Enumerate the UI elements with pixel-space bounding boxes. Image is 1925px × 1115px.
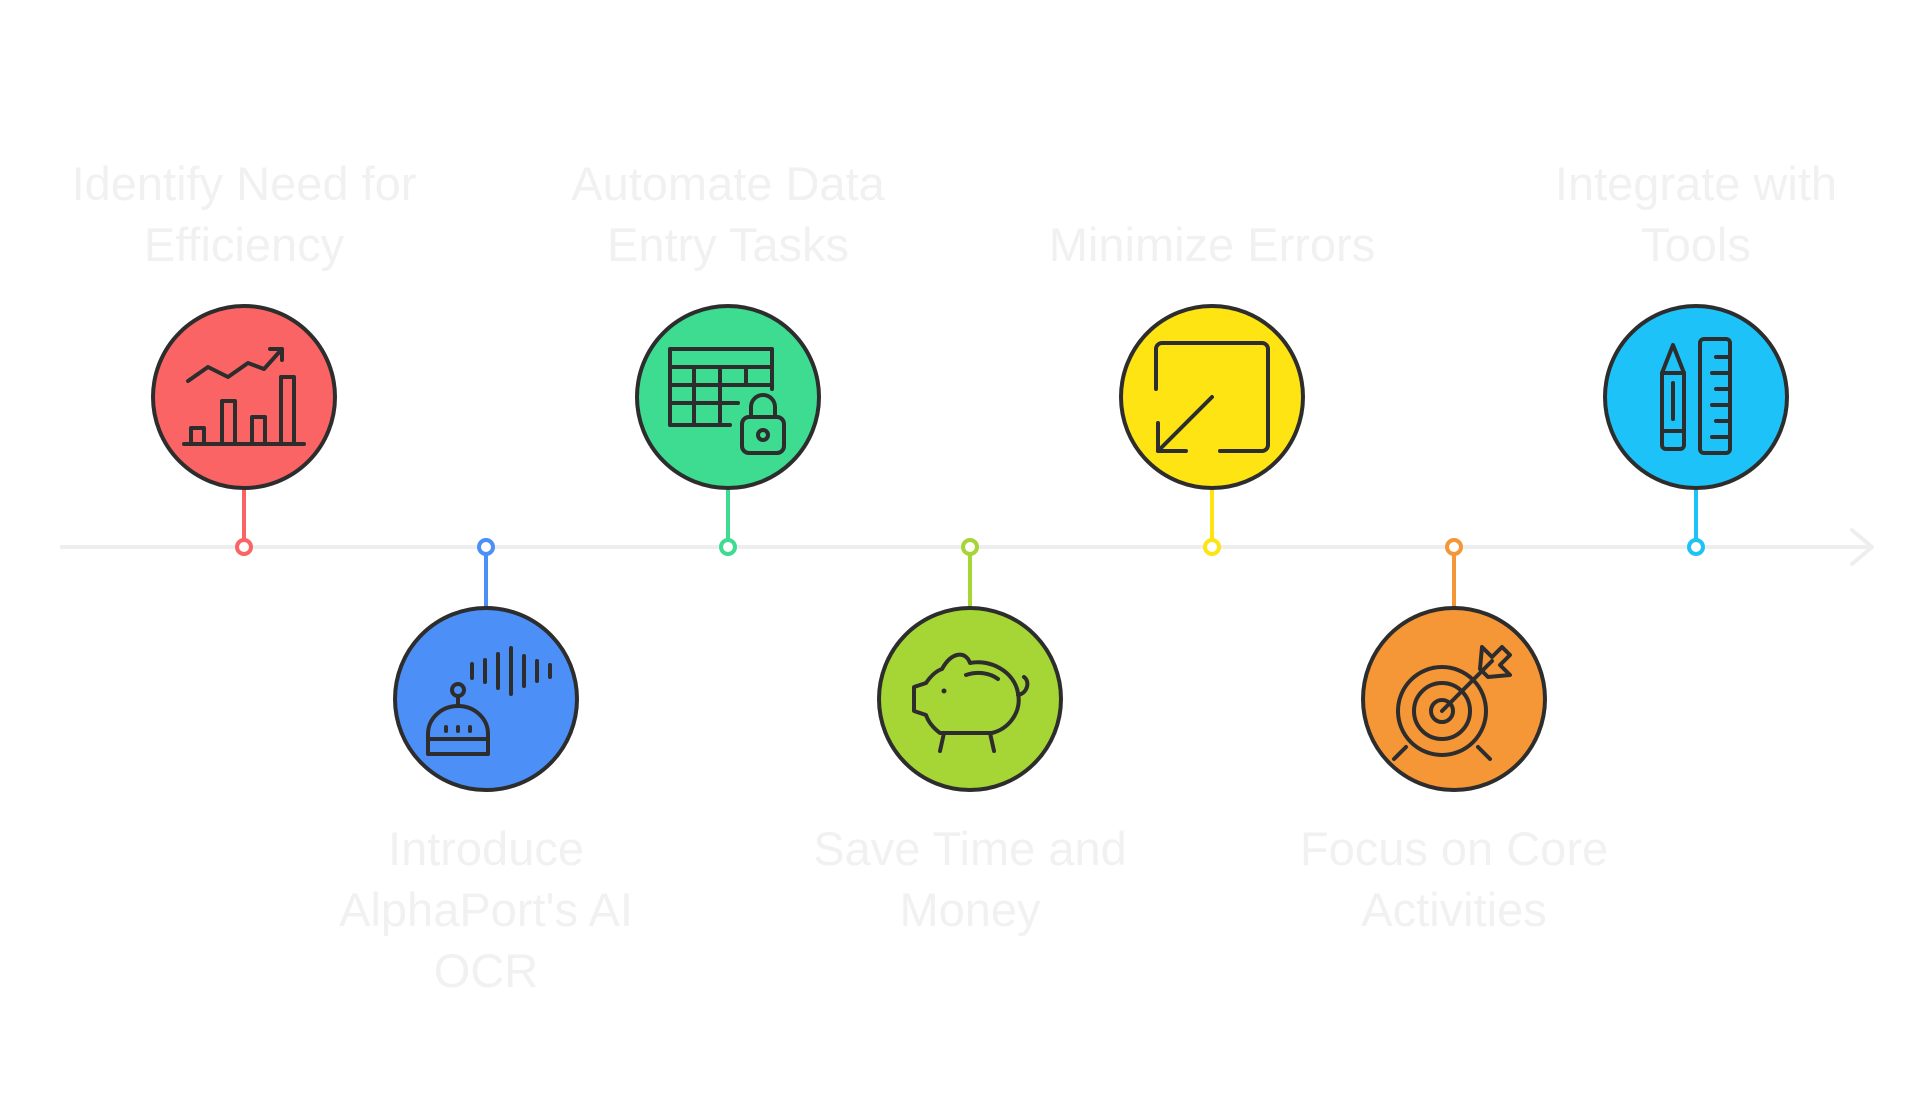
timeline-step — [877, 538, 1063, 792]
timeline-step — [151, 304, 337, 556]
timeline-step — [1361, 538, 1547, 792]
step-label: Integrate with Tools — [1554, 157, 1838, 271]
step-circle — [877, 606, 1063, 792]
step-marker-dot — [1445, 538, 1463, 556]
trend-chart-icon — [182, 347, 306, 446]
step-label: Identify Need for Efficiency — [71, 157, 417, 271]
step-label: Minimize Errors — [1048, 218, 1376, 271]
timeline-step — [1119, 304, 1305, 556]
step-marker-dot — [719, 538, 737, 556]
step-marker-dot — [1687, 538, 1705, 556]
step-label: Introduce AlphaPort's AI OCR — [339, 822, 633, 997]
step-label: Automate Data Entry Tasks — [571, 157, 885, 271]
step-label: Focus on Core Activities — [1299, 822, 1609, 936]
pencil-ruler-icon — [1660, 337, 1732, 455]
piggy-bank-icon — [912, 652, 1030, 753]
target-arrow-icon — [1392, 645, 1512, 761]
step-marker-dot — [961, 538, 979, 556]
step-circle — [1603, 304, 1789, 490]
step-circle — [393, 606, 579, 792]
timeline-arrowhead — [1850, 528, 1874, 566]
timeline-step — [635, 304, 821, 556]
step-circle — [635, 304, 821, 490]
timeline-step — [1603, 304, 1789, 556]
timeline-step — [393, 538, 579, 792]
locked-table-icon — [668, 347, 786, 455]
robot-voice-icon — [426, 646, 552, 756]
step-marker-dot — [235, 538, 253, 556]
step-label: Save Time and Money — [813, 822, 1127, 936]
minimize-arrow-icon — [1154, 341, 1270, 453]
step-marker-dot — [477, 538, 495, 556]
step-marker-dot — [1203, 538, 1221, 556]
step-circle — [151, 304, 337, 490]
